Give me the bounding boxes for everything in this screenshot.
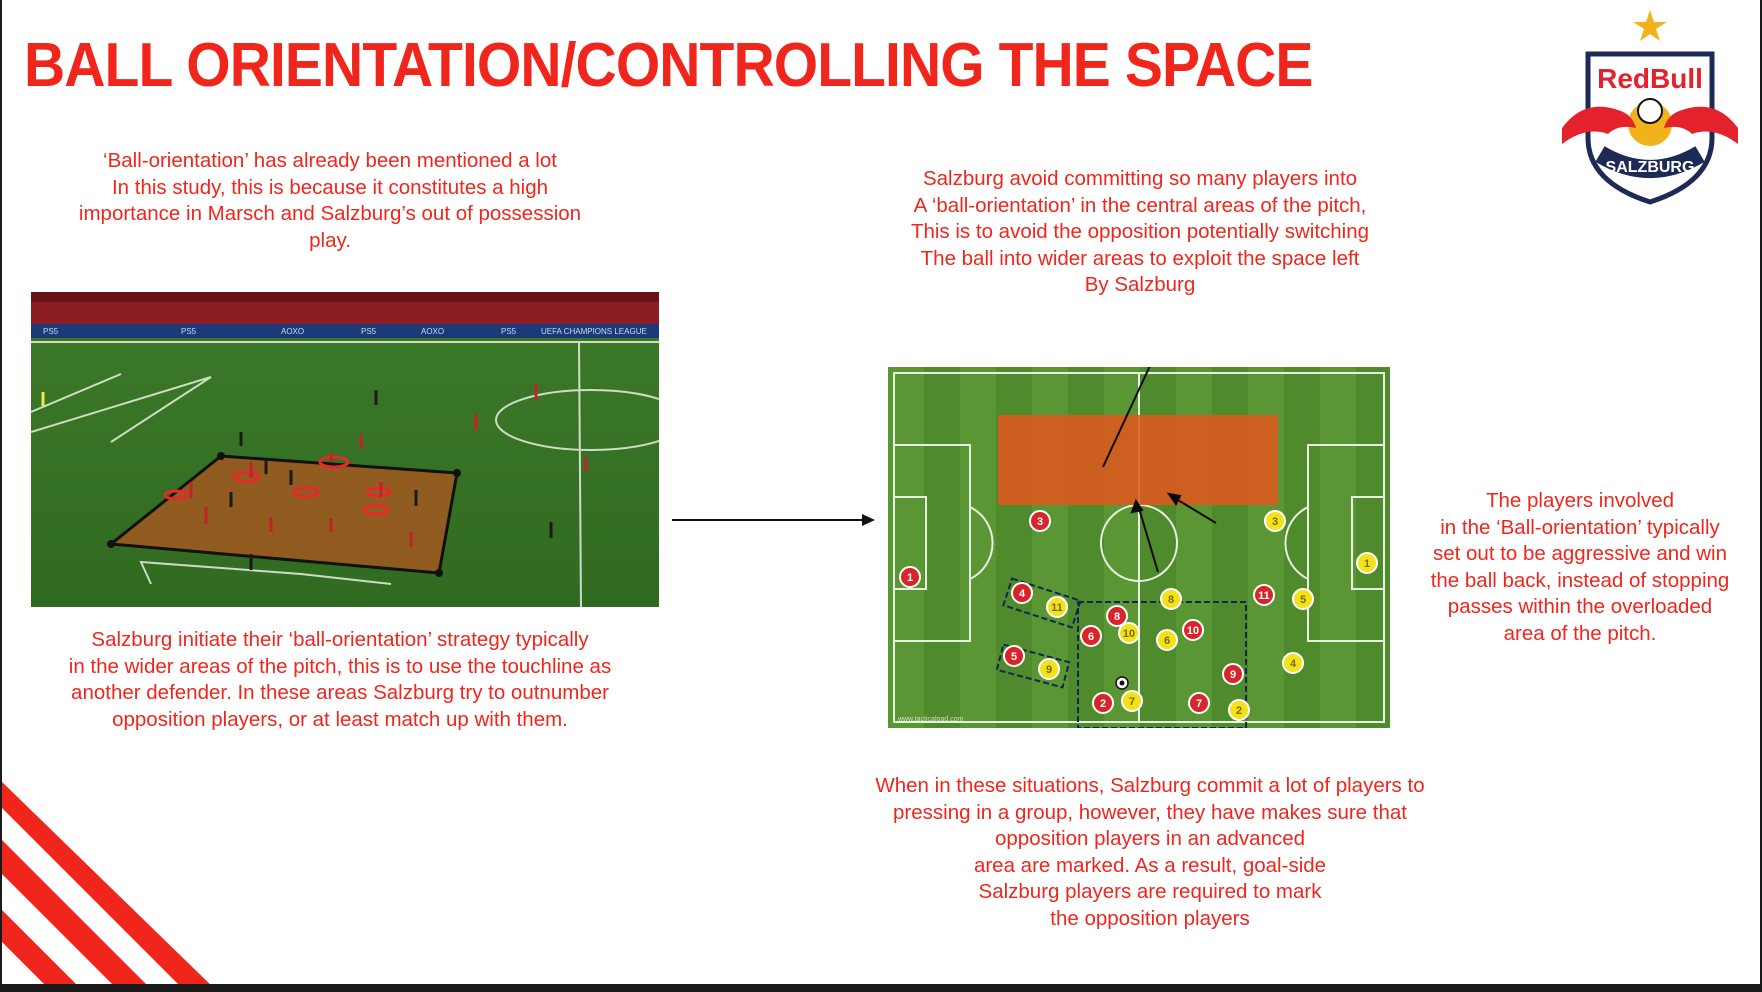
svg-text:7: 7 bbox=[1129, 696, 1135, 708]
yellow-player-token: 6 bbox=[1156, 629, 1178, 651]
intro-text: ‘Ball-orientation’ has already been ment… bbox=[40, 148, 620, 254]
yellow-player-token: 11 bbox=[1046, 596, 1068, 618]
red-player-token: 11 bbox=[1253, 584, 1275, 606]
involved-line: in the ‘Ball-orientation’ typically bbox=[1440, 515, 1720, 539]
board-text: AOXO bbox=[281, 327, 304, 336]
avoid-line: By Salzburg bbox=[1084, 273, 1196, 296]
svg-text:4: 4 bbox=[1290, 658, 1297, 670]
svg-text:3: 3 bbox=[1272, 516, 1278, 528]
red-player-token: 6 bbox=[1080, 625, 1102, 647]
red-player-token: 2 bbox=[1092, 692, 1114, 714]
yellow-player-token: 8 bbox=[1160, 588, 1182, 610]
avoid-line: This is to avoid the opposition potentia… bbox=[910, 220, 1370, 243]
involved-line: the ball back, instead of stopping bbox=[1430, 568, 1730, 592]
yellow-player-token: 4 bbox=[1282, 652, 1304, 674]
red-player-token: 3 bbox=[1029, 510, 1051, 532]
red-player-token: 7 bbox=[1188, 692, 1210, 714]
svg-text:1: 1 bbox=[907, 572, 913, 584]
red-player-token: 1 bbox=[899, 566, 921, 588]
svg-text:9: 9 bbox=[1046, 664, 1052, 676]
board-text: PS5 bbox=[501, 327, 517, 336]
ball-icon bbox=[1115, 676, 1129, 690]
svg-text:RedBull: RedBull bbox=[1597, 63, 1703, 94]
situations-line: opposition players in an advanced bbox=[995, 827, 1305, 850]
board-text: AOXO bbox=[421, 327, 444, 336]
initiate-line: Salzburg initiate their ‘ball-orientatio… bbox=[91, 628, 589, 651]
initiate-line: in the wider areas of the pitch, this is… bbox=[68, 654, 612, 678]
involved-line: passes within the overloaded bbox=[1447, 595, 1713, 618]
situations-line: Salzburg players are required to mark bbox=[978, 880, 1322, 903]
watermark-text: www.tacticalpad.com bbox=[897, 716, 964, 723]
svg-text:7: 7 bbox=[1196, 698, 1202, 710]
yellow-player-token: 2 bbox=[1228, 699, 1250, 721]
intro-line: ‘Ball-orientation’ has already been ment… bbox=[103, 149, 557, 172]
svg-text:8: 8 bbox=[1114, 611, 1120, 623]
arrow-right-icon bbox=[672, 514, 875, 526]
svg-text:11: 11 bbox=[1258, 590, 1270, 602]
avoid-text: Salzburg avoid committing so many player… bbox=[850, 166, 1430, 299]
svg-text:2: 2 bbox=[1236, 705, 1242, 717]
red-player-token: 8 bbox=[1106, 605, 1128, 627]
slide-title: BALL ORIENTATION/CONTROLLING THE SPACE bbox=[24, 31, 1313, 100]
decorative-stripes bbox=[0, 780, 218, 992]
svg-text:6: 6 bbox=[1164, 635, 1170, 647]
svg-text:8: 8 bbox=[1168, 594, 1174, 606]
involved-line: area of the pitch. bbox=[1503, 621, 1657, 645]
yellow-player-token: 1 bbox=[1356, 552, 1378, 574]
svg-text:2: 2 bbox=[1100, 698, 1106, 710]
board-text: PS5 bbox=[43, 327, 59, 336]
svg-text:1: 1 bbox=[1364, 558, 1370, 570]
match-photo: PS5 PS5 AOXO PS5 AOXO PS5 UEFA CHAMPIONS… bbox=[31, 292, 659, 607]
initiate-text: Salzburg initiate their ‘ball-orientatio… bbox=[20, 627, 660, 733]
situations-line: When in these situations, Salzburg commi… bbox=[875, 774, 1425, 797]
board-text: PS5 bbox=[181, 327, 197, 336]
red-player-token: 5 bbox=[1003, 645, 1025, 667]
yellow-player-token: 3 bbox=[1264, 510, 1286, 532]
svg-text:11: 11 bbox=[1051, 602, 1063, 614]
intro-line: play. bbox=[309, 228, 351, 252]
intro-line: In this study, this is because it consti… bbox=[111, 175, 549, 199]
involved-line: The players involved bbox=[1485, 489, 1674, 512]
svg-text:10: 10 bbox=[1123, 628, 1135, 640]
situations-text: When in these situations, Salzburg commi… bbox=[840, 773, 1460, 932]
red-player-token: 10 bbox=[1182, 619, 1204, 641]
avoid-line: The ball into wider areas to exploit the… bbox=[920, 246, 1360, 270]
situations-line: the opposition players bbox=[1050, 906, 1250, 930]
intro-line: importance in Marsch and Salzburg’s out … bbox=[78, 202, 582, 225]
board-text: UEFA CHAMPIONS LEAGUE bbox=[541, 327, 647, 336]
redbull-salzburg-logo: RedBull SALZBURG bbox=[1562, 10, 1738, 205]
situations-line: area are marked. As a result, goal-side bbox=[973, 853, 1327, 877]
yellow-player-token: 9 bbox=[1038, 658, 1060, 680]
involved-line: set out to be aggressive and win bbox=[1432, 542, 1728, 565]
svg-text:10: 10 bbox=[1187, 625, 1199, 637]
avoid-line: Salzburg avoid committing so many player… bbox=[922, 167, 1358, 190]
yellow-player-token: 10 bbox=[1118, 622, 1140, 644]
red-player-token: 4 bbox=[1011, 582, 1033, 604]
svg-text:5: 5 bbox=[1300, 594, 1306, 606]
yellow-player-token: 5 bbox=[1292, 588, 1314, 610]
svg-text:3: 3 bbox=[1037, 516, 1043, 528]
initiate-line: another defender. In these areas Salzbur… bbox=[71, 681, 609, 704]
svg-text:5: 5 bbox=[1011, 651, 1017, 663]
initiate-line: opposition players, or at least match up… bbox=[112, 707, 568, 731]
svg-text:4: 4 bbox=[1019, 588, 1026, 600]
avoid-line: A ‘ball-orientation’ in the central area… bbox=[913, 193, 1367, 217]
situations-line: pressing in a group, however, they have … bbox=[893, 800, 1407, 824]
svg-text:9: 9 bbox=[1230, 669, 1236, 681]
involved-text: The players involved in the ‘Ball-orient… bbox=[1410, 488, 1750, 647]
svg-text:SALZBURG: SALZBURG bbox=[1606, 159, 1695, 176]
svg-text:6: 6 bbox=[1088, 631, 1094, 643]
star-icon bbox=[1633, 10, 1667, 41]
tactics-board: www.tacticalpad.com 1 3 4 5 6 8 2 bbox=[888, 367, 1390, 728]
yellow-player-token: 7 bbox=[1121, 690, 1143, 712]
red-player-token: 9 bbox=[1222, 663, 1244, 685]
board-text: PS5 bbox=[361, 327, 377, 336]
